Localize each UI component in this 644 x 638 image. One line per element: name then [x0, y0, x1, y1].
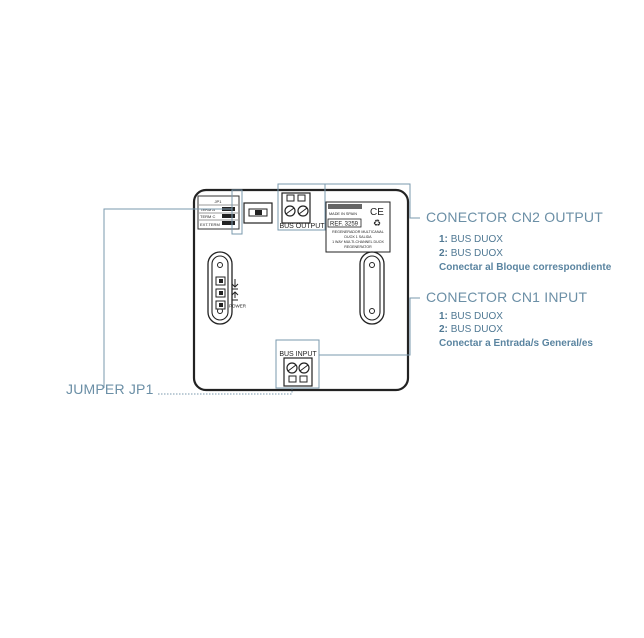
right-mounting-slot: [359, 251, 385, 325]
cn2-line-2: 2: BUS DUOX: [439, 248, 503, 259]
ce-mark: CE: [370, 207, 384, 218]
output-arrow-icon: [231, 279, 239, 290]
bus-input-label: BUS INPUT: [279, 351, 317, 358]
cn1-callout-title: CONECTOR CN1 INPUT: [426, 289, 588, 305]
slide-switch: [243, 202, 273, 224]
bus-output-label: BUS OUTPUT: [279, 223, 325, 230]
ref-label: REF. 3259: [330, 222, 359, 228]
desc-line-2: DUOX 1 SALIDA: [344, 235, 372, 239]
desc-line-3: 1 WAY MULTI-CHANNEL DUOX: [332, 240, 384, 244]
cn1-callout-line: [319, 297, 420, 356]
jp1-callout-title: JUMPER JP1: [66, 381, 154, 397]
cn1-line-2: 2: BUS DUOX: [439, 324, 503, 335]
cn2-callout-line: [325, 183, 420, 219]
cn2-note: Conectar al Bloque correspondiente: [439, 262, 612, 273]
cn2-line-1: 1: BUS DUOX: [439, 234, 503, 245]
left-mounting-slot: [207, 251, 233, 325]
cn1-input-connector: BUS INPUT: [275, 339, 320, 389]
cn1-note: Conectar a Entrada/s General/es: [439, 338, 593, 349]
cn2-output-connector: BUS OUTPUT: [277, 183, 326, 231]
cn2-callout-title: CONECTOR CN2 OUTPUT: [426, 209, 603, 225]
label-plate: MADE IN SPAIN REF. 3259 CE ♻ REGENERADOR…: [325, 201, 391, 253]
input-arrow-icon: [231, 291, 239, 301]
led-indicators: POWER: [215, 276, 247, 310]
jumper-jp1-block: JP1 TERM A TERM C EXT.TERM: [197, 189, 243, 235]
jumper-row-ext-term: EXT.TERM: [200, 222, 220, 227]
made-in-label: MADE IN SPAIN: [329, 212, 357, 216]
cn1-line-1: 1: BUS DUOX: [439, 311, 503, 322]
recycle-icon: ♻: [373, 218, 381, 228]
desc-line-4: REGENERATOR: [344, 245, 372, 249]
desc-line-1: REGENERADOR MULTICANAL: [332, 230, 384, 234]
power-label: POWER: [229, 304, 247, 309]
jumper-table-header: JP1: [215, 199, 223, 204]
jumper-row-term-c: TERM C: [200, 214, 215, 219]
